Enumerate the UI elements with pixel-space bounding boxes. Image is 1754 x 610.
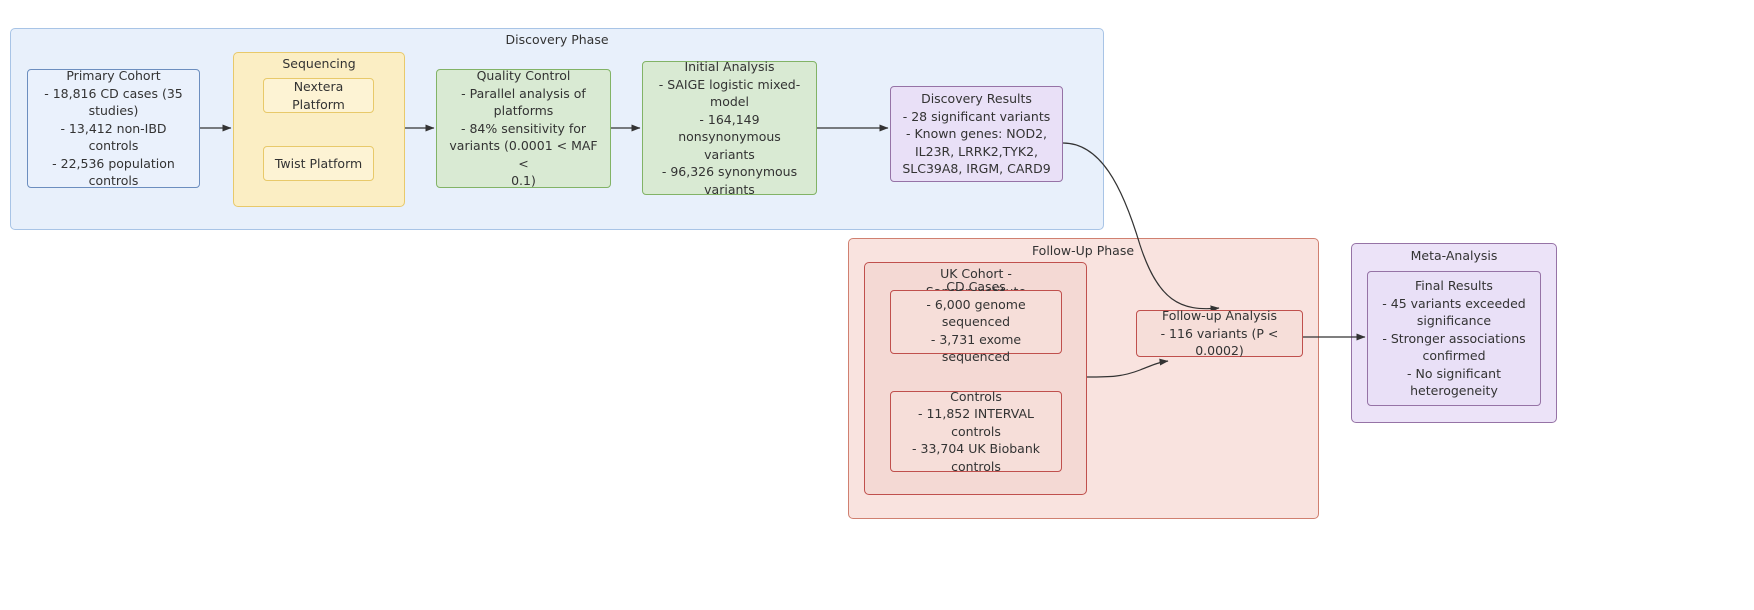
node-final-results-line2: significance <box>1416 313 1492 329</box>
node-primary-cohort-line3: - 13,412 non-IBD controls <box>60 120 167 154</box>
node-final-results[interactable]: Final Results - 45 variants exceeded sig… <box>1367 271 1541 406</box>
node-nextera-platform-title: Nextera Platform <box>292 79 345 112</box>
node-initial-analysis-line3: - 164,149 nonsynonymous <box>678 111 781 145</box>
node-twist-platform[interactable]: Twist Platform <box>263 146 374 181</box>
node-controls-line3: controls <box>951 458 1001 474</box>
node-cd-cases-line2: - 3,731 exome sequenced <box>930 331 1022 365</box>
node-initial-analysis-line6: variants <box>704 181 755 197</box>
node-followup-analysis-title: Follow-up Analysis <box>1161 308 1278 324</box>
cluster-sequencing <box>233 52 405 207</box>
node-final-results-title: Final Results <box>1415 278 1493 294</box>
node-quality-control-line2: platforms <box>493 103 554 119</box>
node-quality-control-title: Quality Control <box>476 68 571 84</box>
node-discovery-results-title: Discovery Results <box>921 91 1032 107</box>
node-cd-cases-title: CD Cases <box>946 279 1006 295</box>
node-final-results-line6: heterogeneity <box>1410 383 1498 399</box>
node-quality-control-line5: 0.1) <box>511 173 536 189</box>
node-primary-cohort-line5: controls <box>88 173 139 189</box>
node-final-results-line3: - Stronger associations <box>1382 330 1526 346</box>
node-controls-title: Controls <box>950 388 1002 404</box>
node-controls-line2: - 33,704 UK Biobank <box>912 441 1040 457</box>
node-twist-platform-title: Twist Platform <box>274 155 363 171</box>
node-quality-control[interactable]: Quality Control - Parallel analysis of p… <box>436 68 611 189</box>
node-discovery-results-line4: SLC39A8, IRGM, CARD9 <box>902 161 1051 177</box>
node-initial-analysis-line4: variants <box>704 146 755 162</box>
node-initial-analysis-title: Initial Analysis <box>684 59 775 74</box>
node-discovery-results[interactable]: Discovery Results - 28 significant varia… <box>890 86 1063 182</box>
node-cd-cases-line1: - 6,000 genome sequenced <box>926 296 1026 330</box>
node-final-results-line5: - No significant <box>1406 365 1501 381</box>
cluster-meta-analysis-label: Meta-Analysis <box>1410 248 1498 263</box>
node-initial-analysis-line1: - SAIGE logistic mixed- <box>658 76 801 92</box>
node-primary-cohort[interactable]: Primary Cohort - 18,816 CD cases (35 stu… <box>27 68 200 189</box>
node-initial-analysis-line2: model <box>710 94 749 109</box>
node-discovery-results-line1: - 28 significant variants <box>902 108 1051 124</box>
node-final-results-line4: confirmed <box>1422 348 1486 364</box>
node-primary-cohort-line2: studies) <box>88 103 139 119</box>
node-quality-control-line1: - Parallel analysis of <box>461 85 586 101</box>
cluster-followup-phase-label: Follow-Up Phase <box>1031 243 1135 258</box>
node-followup-analysis[interactable]: Follow-up Analysis - 116 variants (P < 0… <box>1136 308 1303 359</box>
node-followup-analysis-line1: - 116 variants (P < 0.0002) <box>1160 325 1279 359</box>
node-discovery-results-line2: - Known genes: NOD2, <box>905 126 1048 142</box>
node-controls-line1: - 11,852 INTERVAL controls <box>917 406 1035 439</box>
node-quality-control-line3: - 84% sensitivity for <box>460 120 587 136</box>
node-primary-cohort-title: Primary Cohort <box>66 68 161 84</box>
node-initial-analysis-line5: - 96,326 synonymous <box>661 164 798 179</box>
node-primary-cohort-line1: - 18,816 CD cases (35 <box>44 85 183 101</box>
node-quality-control-line4: variants (0.0001 < MAF < <box>449 138 598 171</box>
node-final-results-line1: - 45 variants exceeded <box>1382 295 1526 311</box>
node-controls[interactable]: Controls - 11,852 INTERVAL controls - 33… <box>890 388 1062 474</box>
node-initial-analysis[interactable]: Initial Analysis - SAIGE logistic mixed-… <box>642 59 817 197</box>
node-cd-cases[interactable]: CD Cases - 6,000 genome sequenced - 3,73… <box>890 279 1062 364</box>
cluster-sequencing-label: Sequencing <box>282 56 356 71</box>
node-nextera-platform[interactable]: Nextera Platform <box>263 78 374 113</box>
cluster-discovery-phase-label: Discovery Phase <box>505 32 609 47</box>
node-discovery-results-line3: IL23R, LRRK2,TYK2, <box>914 143 1039 159</box>
node-primary-cohort-line4: - 22,536 population <box>52 155 175 171</box>
